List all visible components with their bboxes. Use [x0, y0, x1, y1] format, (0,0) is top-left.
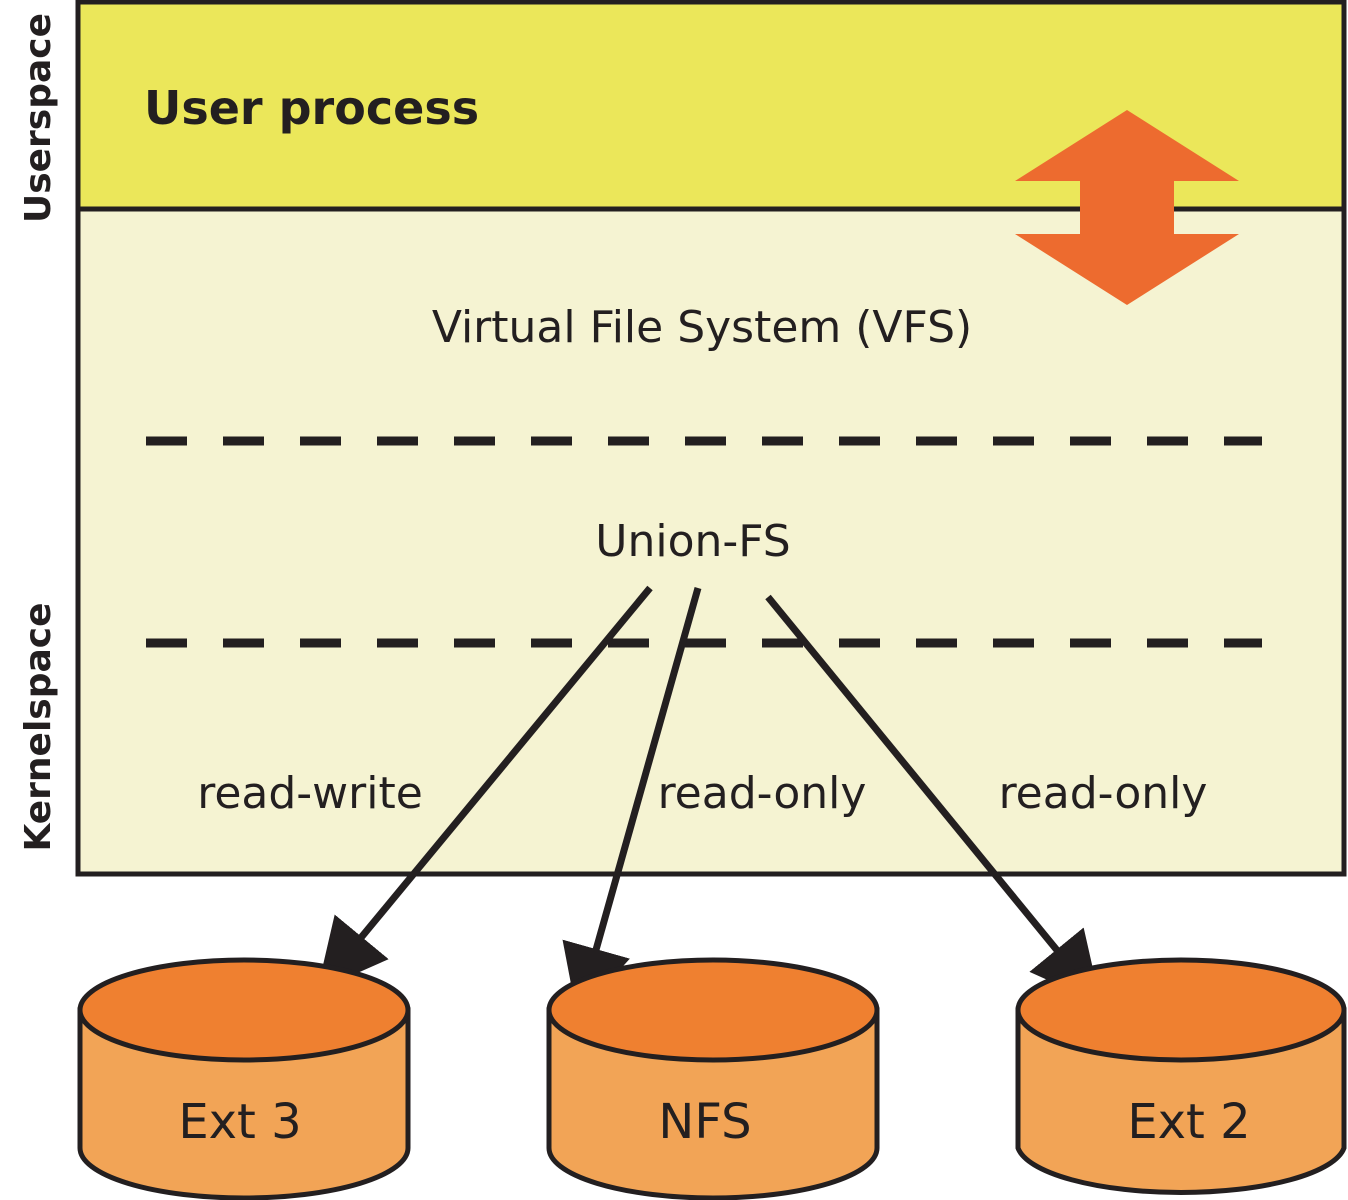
- arrow-to-ext3: [317, 585, 653, 991]
- union-fs-label: Union-FS: [595, 516, 790, 567]
- disk-nfs: NFS: [546, 957, 880, 1200]
- access-label-nfs: read-only: [658, 768, 867, 819]
- vfs-label: Virtual File System (VFS): [432, 302, 972, 353]
- kernelspace-side-label: Kernelspace: [18, 602, 59, 851]
- userspace-side-label: Userspace: [18, 13, 59, 223]
- arrow-to-ext2: [765, 594, 1101, 1004]
- kernelspace-box: [75, 206, 1347, 877]
- disk-ext2: Ext 2: [1015, 957, 1347, 1195]
- bidirectional-arrow-icon: [1015, 110, 1239, 305]
- disk-ext3: Ext 3: [77, 957, 411, 1200]
- user-process-label: User process: [144, 81, 479, 135]
- arrow-to-nfs: [562, 587, 702, 1017]
- access-label-ext3: read-write: [197, 768, 423, 819]
- disk-label-ext3: Ext 3: [178, 1094, 301, 1150]
- access-label-ext2: read-only: [999, 768, 1208, 819]
- disk-label-nfs: NFS: [658, 1094, 751, 1150]
- disk-label-ext2: Ext 2: [1127, 1094, 1250, 1150]
